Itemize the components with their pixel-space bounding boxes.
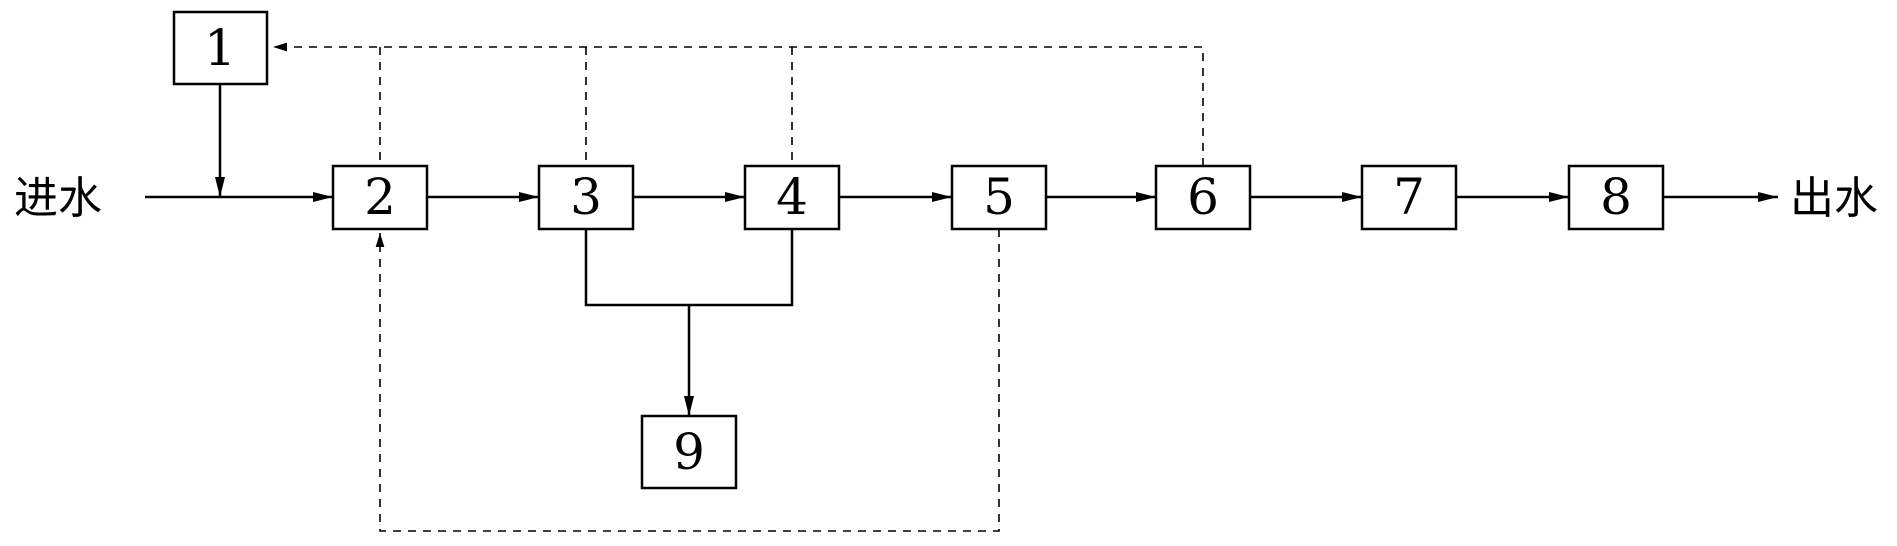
box-2: 2 [331,164,429,231]
solid-flow-lines [145,84,1778,416]
box-7: 7 [1360,164,1458,231]
inlet-label: 进水 [14,173,102,224]
box-1: 1 [172,10,269,86]
box-4-label: 4 [776,168,808,226]
box-1-label: 1 [204,19,236,77]
box-9: 9 [640,414,738,490]
box-5-label: 5 [983,168,1015,226]
box-2-label: 2 [364,168,396,226]
dashed-line-6-to-1 [273,42,1204,166]
box-6: 6 [1154,164,1252,231]
box-3: 3 [537,164,635,231]
box-5: 5 [950,164,1048,231]
box-6-label: 6 [1187,168,1219,226]
outlet-label: 出水 [1790,173,1878,224]
box-8: 8 [1567,164,1665,231]
box-7-label: 7 [1393,168,1425,226]
box-4: 4 [743,164,841,231]
dashed-recycle-lines [273,42,1204,532]
box-3-label: 3 [570,168,602,226]
box-8-label: 8 [1600,168,1632,226]
dashed-line-5-to-2 [375,229,1000,532]
line-3-4-to-9 [584,229,794,307]
box-9-label: 9 [673,423,705,481]
